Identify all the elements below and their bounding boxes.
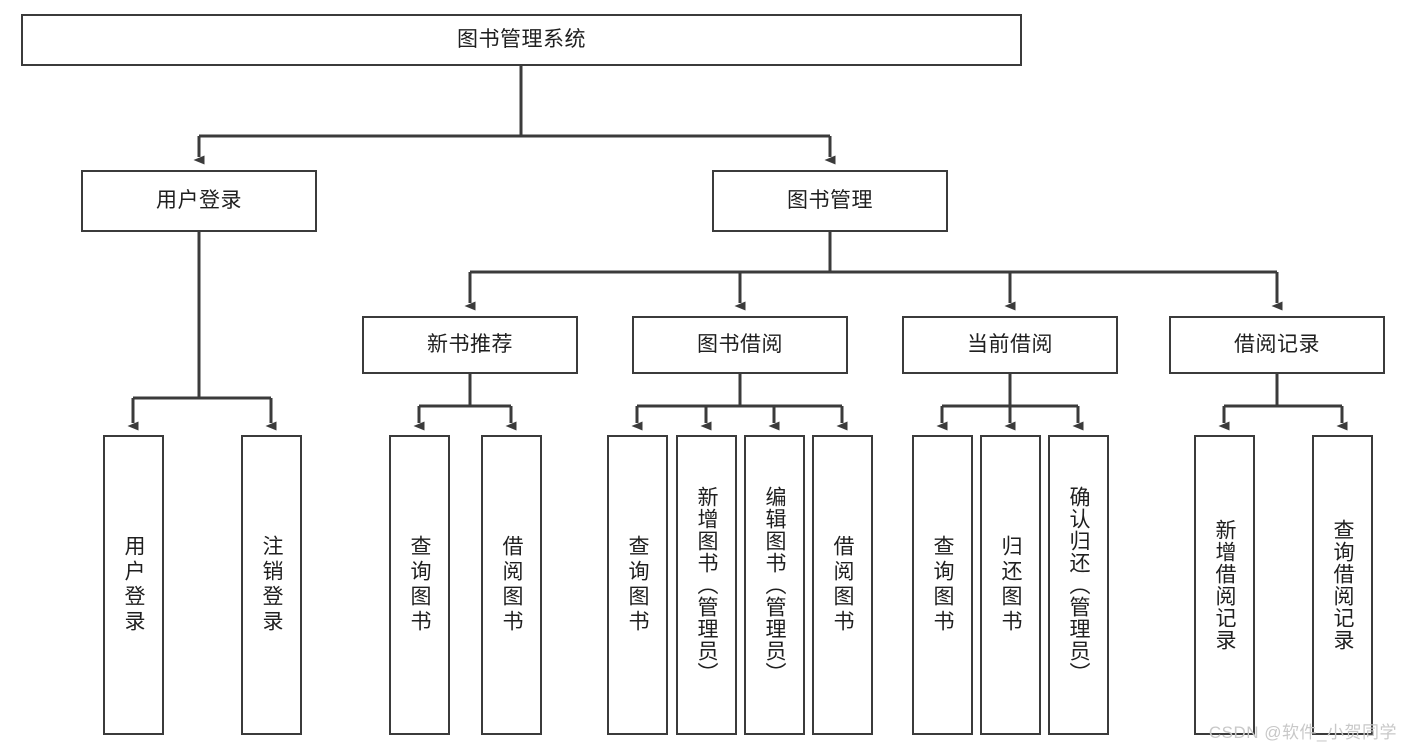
node-root-label: 图书管理系统 [457, 27, 586, 51]
node-leaf-query-book-2-label: 查询图书 [626, 535, 649, 635]
node-leaf-edit-book[interactable]: 编辑图书（管理员） [744, 435, 805, 735]
node-current-borrow[interactable]: 当前借阅 [902, 316, 1118, 374]
node-leaf-edit-book-label: 编辑图书（管理员） [763, 486, 786, 684]
node-user-login[interactable]: 用户登录 [81, 170, 317, 232]
node-leaf-borrow-book-2[interactable]: 借阅图书 [812, 435, 873, 735]
node-leaf-user-login-label: 用户登录 [122, 535, 145, 635]
node-leaf-query-record-label: 查询借阅记录 [1331, 519, 1354, 651]
node-leaf-borrow-book-1[interactable]: 借阅图书 [481, 435, 542, 735]
node-borrow-record-label: 借阅记录 [1234, 332, 1320, 356]
node-book-borrow-label: 图书借阅 [697, 332, 783, 356]
node-leaf-borrow-book-2-label: 借阅图书 [831, 535, 854, 635]
node-root[interactable]: 图书管理系统 [21, 14, 1022, 66]
node-leaf-add-record-label: 新增借阅记录 [1213, 519, 1236, 651]
node-leaf-query-book-1[interactable]: 查询图书 [389, 435, 450, 735]
watermark: CSDN @软件_小贺同学 [1208, 723, 1397, 742]
node-leaf-user-login[interactable]: 用户登录 [103, 435, 164, 735]
node-current-borrow-label: 当前借阅 [967, 332, 1053, 356]
node-leaf-return-book-label: 归还图书 [999, 535, 1022, 635]
node-leaf-confirm-return-label: 确认归还（管理员） [1067, 486, 1090, 684]
node-leaf-return-book[interactable]: 归还图书 [980, 435, 1041, 735]
node-book-borrow[interactable]: 图书借阅 [632, 316, 848, 374]
node-leaf-borrow-book-1-label: 借阅图书 [500, 535, 523, 635]
node-leaf-query-book-3-label: 查询图书 [931, 535, 954, 635]
node-leaf-query-record[interactable]: 查询借阅记录 [1312, 435, 1373, 735]
node-leaf-query-book-1-label: 查询图书 [408, 535, 431, 635]
node-leaf-add-book-label: 新增图书（管理员） [695, 486, 718, 684]
node-leaf-query-book-2[interactable]: 查询图书 [607, 435, 668, 735]
node-leaf-confirm-return[interactable]: 确认归还（管理员） [1048, 435, 1109, 735]
node-leaf-logout[interactable]: 注销登录 [241, 435, 302, 735]
node-new-book-rec-label: 新书推荐 [427, 332, 513, 356]
node-leaf-logout-label: 注销登录 [260, 535, 283, 635]
node-leaf-add-book[interactable]: 新增图书（管理员） [676, 435, 737, 735]
node-user-login-label: 用户登录 [156, 188, 242, 212]
node-leaf-query-book-3[interactable]: 查询图书 [912, 435, 973, 735]
node-new-book-rec[interactable]: 新书推荐 [362, 316, 578, 374]
node-leaf-add-record[interactable]: 新增借阅记录 [1194, 435, 1255, 735]
node-borrow-record[interactable]: 借阅记录 [1169, 316, 1385, 374]
node-book-manage-label: 图书管理 [787, 188, 873, 212]
node-book-manage[interactable]: 图书管理 [712, 170, 948, 232]
